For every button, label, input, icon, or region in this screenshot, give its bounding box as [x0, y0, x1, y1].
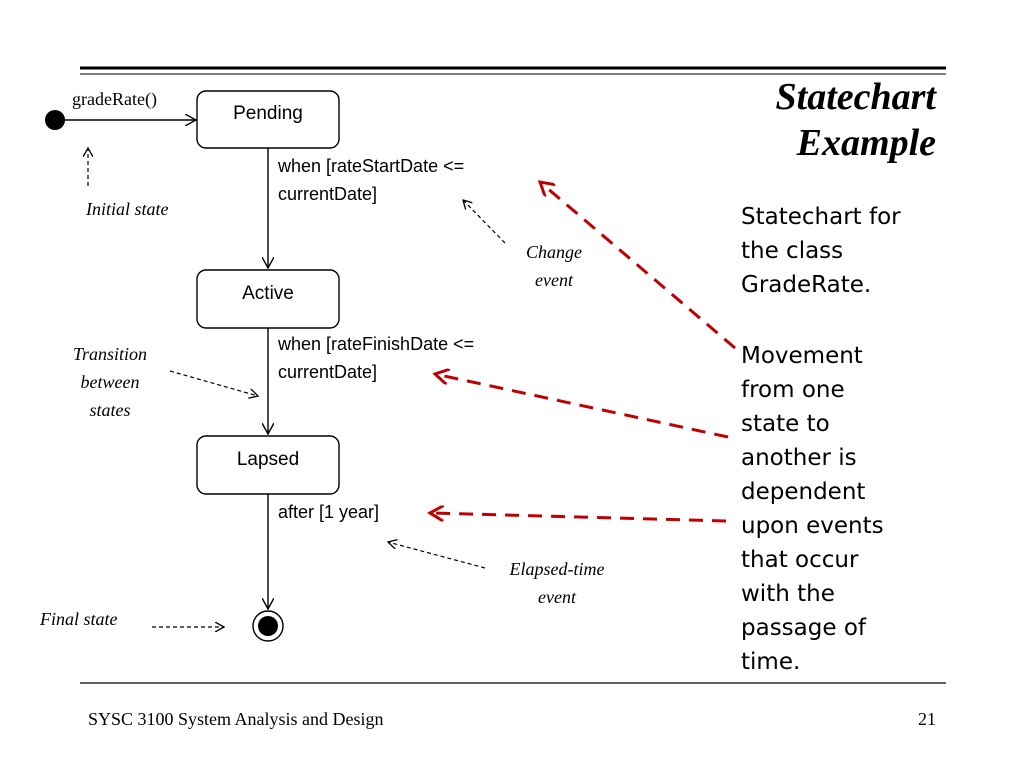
- guard-start-line2: currentDate]: [278, 184, 377, 204]
- after-one-year-label: after [1 year]: [278, 502, 379, 522]
- final-state-note: Final state: [39, 609, 118, 629]
- initial-state-note: Initial state: [85, 199, 169, 219]
- guard-start-line1: when [rateStartDate <=: [277, 156, 464, 176]
- state-active-label: Active: [242, 283, 294, 304]
- initial-trigger-label: gradeRate(): [72, 89, 157, 110]
- change-event-note-line1: Change: [526, 242, 582, 262]
- final-state-dot: [258, 616, 278, 636]
- guard-finish-line2: currentDate]: [278, 362, 377, 382]
- explanation-text: Movement from one state to another is de…: [741, 343, 884, 675]
- red-arrow-to-after-guard: [430, 513, 727, 523]
- elapsed-event-note-line1: Elapsed-time: [509, 559, 605, 579]
- slide-title-line1: Statechart: [775, 76, 936, 118]
- red-arrow-to-finish-guard: [435, 374, 729, 439]
- red-arrow-to-start-guard: [540, 182, 736, 350]
- change-event-pointer: [463, 200, 506, 244]
- statechart-description: Statechart for the class GradeRate.: [741, 204, 901, 298]
- guard-finish-line1: when [rateFinishDate <=: [277, 334, 474, 354]
- footer-course: SYSC 3100 System Analysis and Design: [88, 709, 384, 729]
- initial-state-dot: [45, 110, 65, 130]
- transition-note-pointer: [169, 370, 258, 396]
- transition-note-line1: Transition: [73, 344, 147, 364]
- slide-title: Statechart Example: [636, 74, 936, 166]
- state-pending-label: Pending: [233, 103, 303, 124]
- elapsed-event-pointer: [388, 542, 486, 569]
- slide-title-line2: Example: [796, 122, 936, 164]
- change-event-note-line2: event: [535, 270, 574, 290]
- state-lapsed-label: Lapsed: [237, 449, 299, 470]
- transition-note-line2: between: [81, 372, 140, 392]
- transition-note-line3: states: [89, 400, 130, 420]
- elapsed-event-note-line2: event: [538, 587, 577, 607]
- page-number: 21: [918, 709, 936, 729]
